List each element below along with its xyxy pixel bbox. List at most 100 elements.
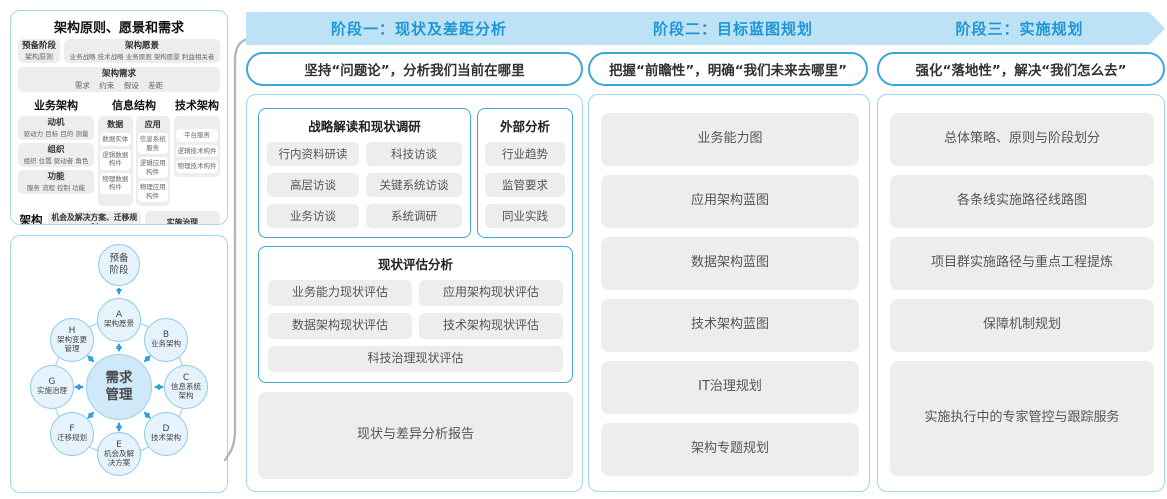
phase3-banner: 阶段三：实施规划 (862, 12, 1165, 45)
architecture-requirement-sub: 需求 约束 假设 差距 (74, 81, 164, 90)
strategy-item: 关键系统访谈 (366, 173, 462, 197)
phase1-subtitle: 坚持“问题论”，分析我们当前在哪里 (246, 52, 583, 86)
information-structure-header: 信息结构 (112, 99, 156, 113)
strategy-research-box: 战略解读和现状调研 行内资料研读 科技访谈 高层访谈 关键系统访谈 业务访谈 系… (258, 108, 471, 238)
technology-item: 物理技术构件 (176, 160, 218, 173)
function-sub: 服务 流程 控制 功能 (26, 183, 86, 192)
adm-node-requirements-management: 需求管理 (86, 354, 152, 420)
phase2-banner-label: 阶段二：目标蓝图规划 (652, 20, 813, 38)
data-header: 数据 (107, 120, 124, 130)
assessment-item: 应用架构现状评估 (419, 280, 563, 306)
adm-node-a-architecture-vision: A 架构愿景 (97, 298, 141, 342)
architecture-vision-sub: 业务战略 技术战略 业务原则 架构愿景 利益相关者 (69, 52, 215, 61)
realization-row: 架构实现 机会及解决方案、迁移规划 工作包 架构契约 实施治理 标准 指引 规格 (18, 211, 220, 224)
prep-phase-sub: 架构原则 (25, 52, 53, 61)
adm-node-letter: A (115, 309, 123, 320)
motivation-title: 动机 (47, 118, 65, 129)
adm-node-letter: F (69, 423, 75, 434)
double-arrow-icon (87, 355, 95, 363)
application-item: 信息系统服务 (137, 133, 168, 155)
requirement-row: 架构需求 需求 约束 假设 差距 (18, 67, 220, 93)
phase2-item: IT治理规划 (601, 361, 859, 414)
architecture-requirement-box: 架构需求 需求 约束 假设 差距 (18, 67, 220, 93)
motivation-sub: 驱动力 目标 目的 测量 (23, 130, 89, 138)
adm-node-h-change-management: H 架构变更管理 (50, 318, 94, 362)
adm-node-letter: B (162, 329, 170, 340)
technology-architecture-header: 技术架构 (175, 99, 219, 113)
function-title: 功能 (47, 171, 65, 182)
adm-node-c-information-systems: C 信息系统架构 (164, 365, 208, 409)
bracket-connector (223, 36, 254, 462)
adm-node-label: 技术架构 (151, 433, 181, 443)
adm-node-label: 机会及解决方案 (104, 449, 134, 467)
phase1-body: 战略解读和现状调研 行内资料研读 科技访谈 高层访谈 关键系统访谈 业务访谈 系… (246, 94, 583, 492)
phase1-banner-label: 阶段一：现状及差距分析 (330, 20, 507, 38)
adm-node-f-migration-planning: F 迁移规划 (50, 412, 94, 456)
data-sub-column: 数据 数据实体 逻辑数据构件 物理数据构件 (98, 116, 133, 206)
adm-node-label: 业务架构 (151, 339, 181, 349)
adm-node-letter: G (48, 376, 56, 387)
double-arrow-icon (143, 355, 151, 363)
adm-node-g-implementation-governance: G 实施治理 (30, 365, 74, 409)
phase2-body: 业务能力图 应用架构蓝图 数据架构蓝图 技术架构蓝图 IT治理规划 架构专题规划 (588, 94, 870, 492)
application-header: 应用 (144, 120, 161, 130)
adm-node-label: 信息系统架构 (171, 382, 201, 400)
adm-node-label: 迁移规划 (57, 433, 87, 443)
data-item: 逻辑数据构件 (100, 148, 131, 170)
architecture-columns: 业务架构 动机 驱动力 目标 目的 测量 组织 组织 位置 驱动者 角色 功能 … (18, 97, 220, 206)
technology-architecture-column: 技术架构 平台服务 逻辑技术构件 物理技术构件 (174, 97, 220, 206)
phase2-subtitle: 把握“前瞻性”，明确“我们未来去哪里” (588, 52, 868, 86)
phase3-item: 总体策略、原则与阶段划分 (890, 113, 1154, 166)
organization-title: 组织 (47, 145, 65, 156)
adm-node-preliminary-label: 预备阶段 (109, 253, 129, 276)
panel-title: 架构原则、愿景和需求 (53, 21, 184, 36)
strategy-item: 业务访谈 (267, 204, 359, 228)
architecture-vision-title: 架构愿景 (124, 41, 159, 51)
strategy-item: 高层访谈 (267, 173, 359, 197)
business-architecture-header: 业务架构 (34, 99, 78, 113)
phase3-subtitle-label: 强化“落地性”，解决“我们怎么去” (915, 63, 1127, 79)
double-arrow-icon (87, 411, 95, 419)
phase3-item: 各条线实施路径线路图 (890, 175, 1154, 228)
adm-node-e-opportunities-solutions: E 机会及解决方案 (97, 432, 141, 476)
adm-node-letter: D (162, 423, 170, 434)
prep-vision-row: 预备阶段 架构原则 架构愿景 业务战略 技术战略 业务原则 架构愿景 利益相关者 (18, 39, 220, 64)
adm-node-letter: H (68, 325, 76, 336)
adm-node-preliminary: 预备阶段 (98, 244, 140, 286)
phase2-banner: 阶段二：目标蓝图规划 (576, 12, 878, 45)
phase3-item: 项目群实施路径与重点工程提炼 (890, 237, 1154, 290)
phase3-banner-label: 阶段三：实施规划 (955, 20, 1084, 38)
assessment-box: 现状评估分析 业务能力现状评估 应用架构现状评估 数据架构现状评估 技术架构现状… (258, 246, 573, 383)
adm-node-letter: C (182, 372, 190, 383)
business-architecture-column: 业务架构 动机 驱动力 目标 目的 测量 组织 组织 位置 驱动者 角色 功能 … (18, 97, 94, 206)
phase1-subtitle-label: 坚持“问题论”，分析我们当前在哪里 (304, 63, 525, 79)
strategy-item: 系统调研 (366, 204, 462, 228)
phase2-item: 技术架构蓝图 (601, 299, 859, 352)
architecture-vision-box: 架构愿景 业务战略 技术战略 业务原则 架构愿景 利益相关者 (64, 39, 220, 64)
prep-phase-box: 预备阶段 架构原则 (18, 39, 60, 64)
data-item: 数据实体 (100, 133, 131, 146)
organization-box: 组织 组织 位置 驱动者 角色 (18, 143, 94, 167)
application-sub-column: 应用 信息系统服务 逻辑应用构件 物理应用构件 (135, 116, 170, 206)
gap-analysis-report-box: 现状与差异分析报告 (258, 392, 573, 479)
assessment-title: 现状评估分析 (377, 257, 453, 272)
adm-node-b-business-architecture: B 业务架构 (144, 318, 188, 362)
adm-node-d-technology-architecture: D 技术架构 (144, 412, 188, 456)
organization-sub: 组织 位置 驱动者 角色 (23, 156, 89, 165)
external-item: 同业实践 (485, 204, 565, 228)
adm-node-letter: E (116, 439, 122, 450)
phase2-item: 数据架构蓝图 (601, 237, 859, 290)
phase2-subtitle-label: 把握“前瞻性”，明确“我们未来去哪里” (609, 63, 847, 79)
opportunities-migration-title: 机会及解决方案、迁移规划 (51, 213, 138, 224)
assessment-item: 科技治理现状评估 (268, 346, 563, 372)
strategy-item: 行内资料研读 (267, 142, 359, 166)
phase2-item: 应用架构蓝图 (601, 175, 859, 228)
technology-item: 平台服务 (176, 129, 218, 142)
phase3-body: 总体策略、原则与阶段划分 各条线实施路径线路图 项目群实施路径与重点工程提炼 保… (877, 94, 1165, 492)
adm-wheel-panel: 预备阶段 需求管理 A 架构愿景 B 业务架构 C 信息系统架构 D 技术架构 … (10, 235, 228, 493)
phase3-item: 实施执行中的专家管控与跟踪服务 (890, 361, 1154, 476)
assessment-item: 技术架构现状评估 (419, 313, 563, 339)
adm-node-label: 实施治理 (37, 386, 67, 396)
double-arrow-icon (143, 411, 151, 419)
